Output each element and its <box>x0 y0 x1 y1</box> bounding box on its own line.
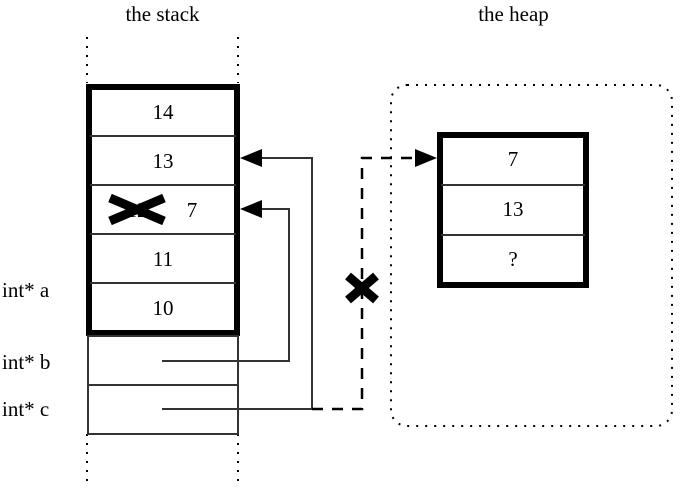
strikeout-x-stack-value <box>108 193 166 226</box>
pointer-b-arrowhead <box>240 200 262 218</box>
stale-heap-pointer-arrowhead <box>415 149 437 167</box>
heap-title: the heap <box>478 2 549 26</box>
stack-cell-value-2-old: 12 <box>126 198 148 222</box>
strikeout-x-heap-pointer <box>345 272 379 304</box>
pointer-c-stack-line <box>162 157 313 410</box>
pointer-label-b: int* b <box>2 350 51 374</box>
stack-cell-value-0: 14 <box>152 100 174 124</box>
stack-frame-box <box>86 84 240 336</box>
heap-cell-value-0: 7 <box>507 147 519 171</box>
pointer-label-c: int* c <box>2 397 50 421</box>
stack-cell-value-4: 10 <box>152 296 174 320</box>
pointer-b-line <box>162 208 290 362</box>
stale-heap-pointer-dashed <box>312 156 424 411</box>
stack-cell-value-3: 11 <box>152 247 174 271</box>
heap-cell-value-1: 13 <box>502 197 524 221</box>
stack-cell-value-2-new: 7 <box>186 198 198 222</box>
heap-region-outline <box>390 84 673 427</box>
heap-cell-value-2: ? <box>508 247 518 271</box>
pointer-c-stack-arrowhead <box>240 149 262 167</box>
heap-block-box <box>437 132 589 288</box>
stack-cell-value-1: 13 <box>152 149 174 173</box>
pointer-label-a: int* a <box>2 278 50 302</box>
stack-title: the stack <box>125 2 200 26</box>
